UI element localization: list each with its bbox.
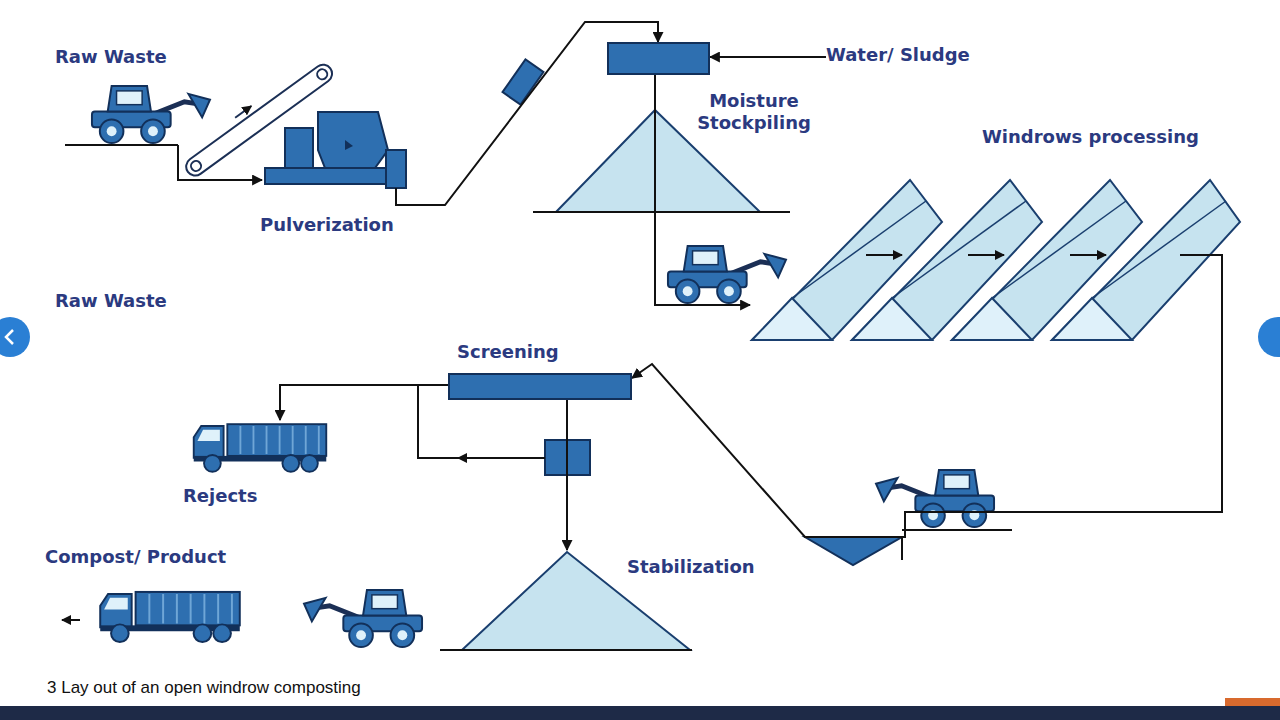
shredder-part [318,112,388,168]
hopper-part [901,537,903,560]
conveyor-part-part [183,61,336,179]
shredder-part [386,150,406,188]
raw-waste-stage: Raw Waste [85,84,215,145]
mid-loader [668,246,786,303]
screen-box: Screening [448,373,632,400]
shredder [265,112,410,205]
product-loader [304,590,422,647]
shredder-part [285,128,313,168]
slide-nav-part [0,706,1280,720]
windrows-part-part [892,201,1026,298]
windrows-stage: Windrows processing [750,178,1240,345]
bottom-right-loader-part [902,529,1012,531]
flow-connector [710,56,826,58]
slide-nav-part [0,317,30,357]
stage-label: Water/ Sludge [826,44,970,66]
stage-label: Screening [457,341,559,363]
windrows-part-part [1092,201,1226,298]
stage-label: Compost/ Product [45,546,226,568]
stage-label: Pulverization [260,214,394,236]
windrows-part [866,254,902,256]
windrows-part-part [1052,298,1132,340]
water-input: Water/ Sludge [826,44,970,66]
windrows-part [1180,255,1222,345]
flow-connector [280,385,448,420]
bottom-right-loader-part [876,470,994,527]
conveyor [179,55,336,179]
product-truck [62,592,240,642]
mixer-box: Moisture Stockpiling [607,42,710,75]
free-label: Raw Waste [55,290,167,312]
product-truck-part [100,592,240,642]
mid-loader-part [668,246,786,303]
stabilization-stage: Stabilization [462,550,690,650]
windrows-part-part [992,201,1126,298]
shredder-part [345,140,353,150]
windrows-part [1052,180,1240,340]
slide-nav [0,317,1280,720]
stabilization-pile-part [440,649,692,651]
stage-label: Stabilization [627,556,755,578]
bottom-right-loader-part-part [876,470,994,527]
conveyor-part [179,55,336,179]
rejects-truck-part [194,424,327,472]
windrows-part-part [792,201,926,298]
hopper-part [805,537,902,565]
rejects-truck [194,424,327,472]
raw-waste-loader [65,86,210,145]
windrows-part-part [752,298,832,340]
product-truck-part [62,619,80,621]
stage-label: Moisture Stockpiling [674,90,834,133]
windrows-part-part [1052,180,1240,340]
conveyor-part-part [315,67,329,81]
windrows [752,180,1240,345]
flow-connector [566,400,568,550]
product-loader-part [304,590,422,647]
hopper [805,537,902,565]
moisture-pile-part [533,211,790,213]
feeder-block [503,59,544,104]
rejects-stage: Rejects [190,420,330,475]
product-loader-part-part [304,590,422,647]
slide-nav-part [1225,698,1280,706]
figure-caption: 3 Lay out of an open windrow composting [47,678,361,698]
slide-nav-part [1258,317,1280,357]
stage-label: Windrows processing [982,126,1199,148]
stage-label: Rejects [183,485,257,507]
raw-waste-loader-part [65,144,178,146]
shredder-part [265,168,400,184]
conveyor-part-part [235,106,251,118]
slide-nav-part [6,330,13,344]
windrows-part-part [952,298,1032,340]
stage-label: Raw Waste [55,46,167,68]
raw-waste-loader-part [92,86,210,143]
shredder-part [396,188,410,205]
flow-connector [178,145,262,180]
bypass-line-part [458,457,475,459]
windrows-part [968,254,1004,256]
bottom-right-loader [876,470,1012,530]
flow-connector [632,345,1222,537]
windrows-part-part [852,298,932,340]
conveyor-part-part [189,159,203,173]
product-stage: Compost/ Product [95,588,245,645]
windrows-part [1070,254,1106,256]
pulverization-stage: Pulverization [262,108,410,212]
